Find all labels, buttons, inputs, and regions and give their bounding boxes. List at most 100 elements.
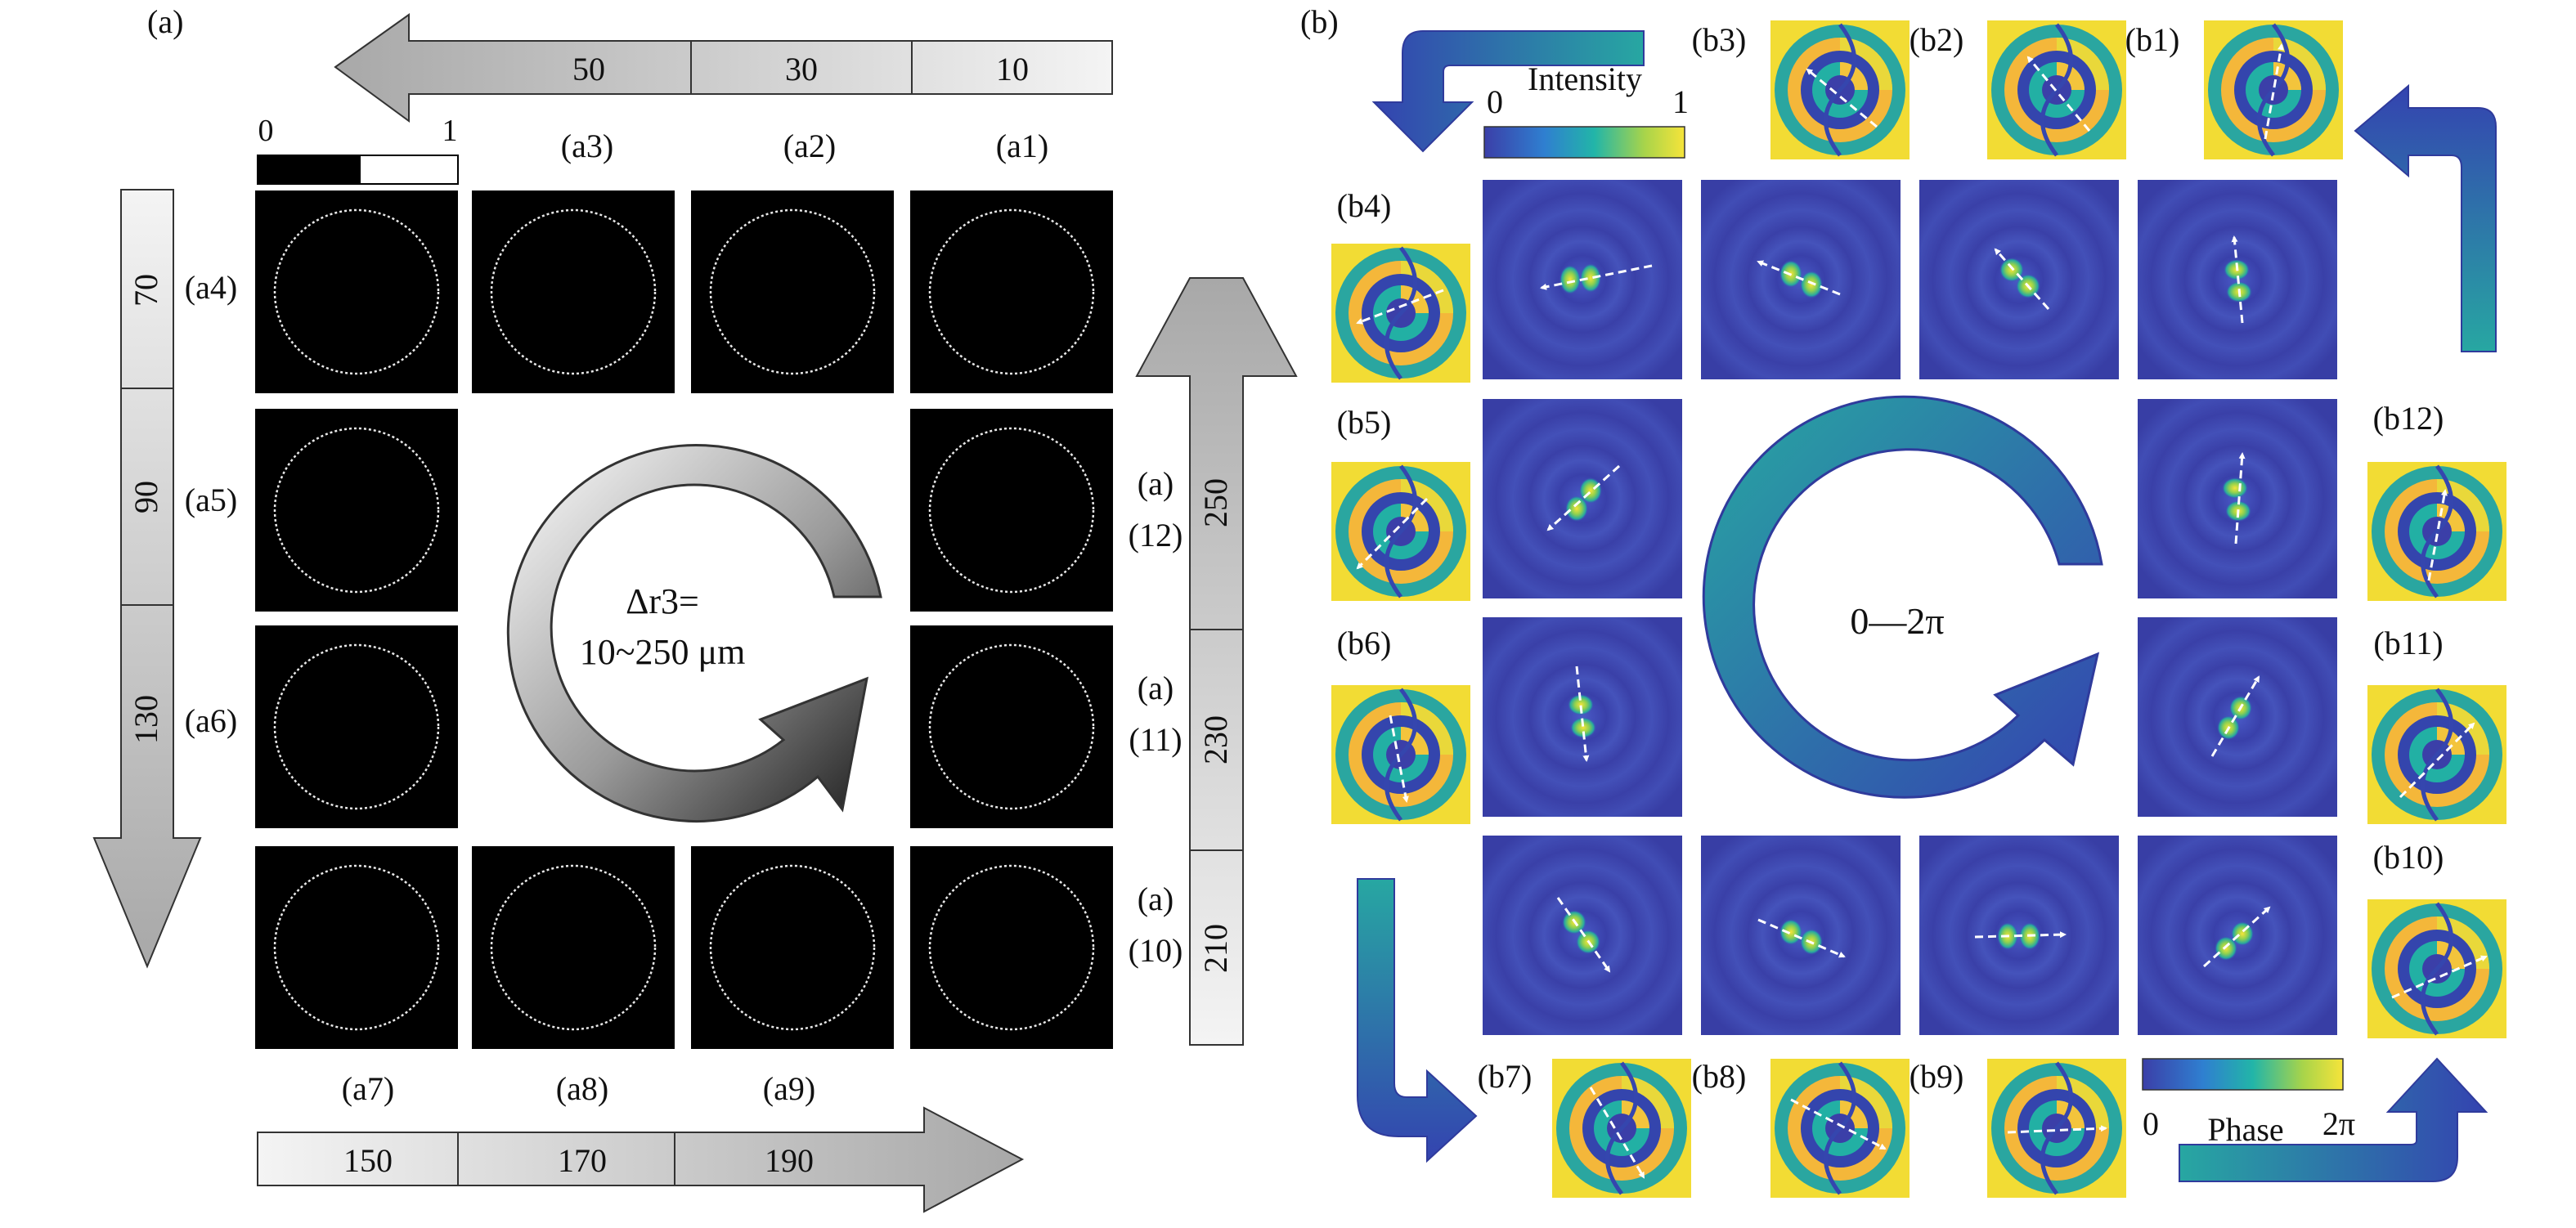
- phase-tile-b1: [2204, 20, 2343, 159]
- right-arrow-value-2: 230: [1197, 715, 1234, 764]
- mask-tile-a11: [909, 624, 1115, 830]
- corner-arrow-bottom-right: [2179, 1057, 2488, 1182]
- label-b12: (b12): [2373, 400, 2444, 437]
- bottom-arrow-value-1: 150: [343, 1142, 393, 1179]
- phase-dir-b6: [1389, 715, 1409, 803]
- mask-tile-a5: [254, 407, 460, 613]
- left-arrow: 70 90 130: [92, 189, 202, 969]
- phase-dir-b7: [1589, 1087, 1645, 1179]
- label-a10-bot: (10): [1129, 932, 1183, 969]
- center-label-b: 0—2π: [1850, 600, 1944, 642]
- label-a3: (a3): [561, 128, 613, 164]
- center-label-line1: Δr3=: [626, 581, 699, 621]
- label-b1: (b1): [2125, 21, 2180, 58]
- bottom-arrow: 150 170 190: [257, 1106, 1025, 1213]
- left-arrow-value-2: 90: [128, 481, 164, 513]
- phase-tile-b6: [1331, 685, 1470, 824]
- label-a10-top: (a): [1138, 881, 1174, 917]
- label-b5: (b5): [1337, 404, 1392, 441]
- intensity-colorbar: Intensity 0 1: [1483, 61, 1689, 159]
- right-arrow: 250 230 210: [1135, 277, 1298, 1046]
- circular-arrow-teal: 0—2π: [1702, 395, 2103, 799]
- intensity-colorbar-max: 1: [1672, 83, 1689, 120]
- phase-tile-b10: [2367, 899, 2506, 1038]
- label-b2: (b2): [1910, 21, 1964, 58]
- mask-colorbar: 0 1: [257, 114, 459, 185]
- panel-a: (a) 50 30 10 0 1 (a3) (a2) (a1) 70 90: [92, 3, 1298, 1213]
- circular-arrow-gray: Δr3= 10~250 μm: [506, 444, 882, 822]
- field-tile-b3: [1701, 180, 1901, 379]
- label-a4: (a4): [185, 269, 237, 306]
- corner-arrow-bottom-left: [1357, 878, 1478, 1163]
- phase-dir-b3: [1806, 68, 1878, 128]
- field-tile-b12: [2138, 399, 2337, 598]
- phase-dir-b5: [1356, 497, 1429, 570]
- right-arrow-value-3: 210: [1197, 924, 1234, 973]
- label-b8: (b8): [1692, 1058, 1747, 1095]
- mask-tile-a1: [909, 189, 1115, 395]
- phase-dir-b1: [2264, 43, 2284, 140]
- label-a5: (a5): [185, 482, 237, 518]
- right-arrow-value-1: 250: [1197, 478, 1234, 527]
- label-b10: (b10): [2373, 839, 2444, 876]
- top-arrow-value-2: 30: [785, 51, 818, 87]
- corner-arrow-top-right: [2354, 83, 2497, 352]
- bottom-arrow-value-3: 190: [765, 1142, 814, 1179]
- label-a6: (a6): [185, 702, 237, 739]
- field-tile-b10: [2138, 836, 2337, 1035]
- top-arrow-value-1: 50: [572, 51, 605, 87]
- phase-tile-b12: [2367, 462, 2506, 601]
- panel-b: (b) Intensity 0 1 0 Phase 2π: [1300, 3, 2506, 1198]
- mask-colorbar-min: 0: [258, 114, 274, 148]
- phase-colorbar-title: Phase: [2207, 1111, 2283, 1148]
- phase-tile-b11: [2367, 685, 2506, 824]
- field-tile-b6: [1483, 617, 1682, 817]
- bottom-arrow-value-2: 170: [558, 1142, 607, 1179]
- mask-tile-a3: [470, 189, 676, 395]
- phase-colorbar-min: 0: [2143, 1105, 2159, 1142]
- intensity-colorbar-min: 0: [1487, 83, 1503, 120]
- phase-dir-b9: [2007, 1125, 2107, 1134]
- mask-tile-a8: [470, 845, 676, 1051]
- mask-tile-a9: [689, 845, 895, 1051]
- center-label-line2: 10~250 μm: [580, 632, 746, 672]
- panel-a-letter: (a): [147, 3, 183, 40]
- phase-dir-b2: [2026, 56, 2091, 132]
- label-a7: (a7): [342, 1070, 394, 1107]
- mask-tile-a2: [689, 189, 895, 395]
- field-tile-b8: [1701, 836, 1901, 1035]
- corner-arrow-top-left: [1371, 30, 1645, 153]
- phase-dir-b4: [1356, 289, 1444, 325]
- left-arrow-value-1: 70: [128, 274, 164, 307]
- label-a12-top: (a): [1138, 465, 1174, 502]
- field-tile-b2: [1919, 180, 2119, 379]
- phase-tile-b7: [1552, 1059, 1691, 1198]
- mask-colorbar-max: 1: [442, 114, 458, 148]
- phase-tile-b3: [1770, 20, 1910, 159]
- mask-tile-a6: [254, 624, 460, 830]
- field-tile-b7: [1483, 836, 1682, 1035]
- field-tile-b4: [1483, 180, 1682, 379]
- phase-dir-b12: [2427, 489, 2448, 581]
- phase-tile-b8: [1770, 1059, 1910, 1198]
- label-a9: (a9): [763, 1070, 815, 1107]
- phase-dir-b11: [2399, 722, 2475, 799]
- phase-dir-b8: [1790, 1098, 1887, 1150]
- label-b3: (b3): [1692, 21, 1747, 58]
- mask-tile-a10: [909, 845, 1115, 1051]
- top-arrow: 50 30 10: [334, 13, 1113, 123]
- label-b7: (b7): [1478, 1058, 1533, 1095]
- label-a1: (a1): [996, 128, 1048, 164]
- field-tile-b5: [1483, 399, 1682, 598]
- field-tile-b11: [2138, 617, 2337, 817]
- label-b11: (b11): [2373, 625, 2443, 661]
- label-a11-top: (a): [1138, 670, 1174, 706]
- field-tile-b1: [2138, 180, 2337, 379]
- label-a2: (a2): [783, 128, 836, 164]
- phase-dir-b10: [2391, 955, 2488, 999]
- left-arrow-value-3: 130: [128, 695, 164, 744]
- phase-tile-b5: [1331, 462, 1470, 601]
- phase-tile-b4: [1331, 244, 1470, 383]
- field-tile-b9: [1919, 836, 2119, 1035]
